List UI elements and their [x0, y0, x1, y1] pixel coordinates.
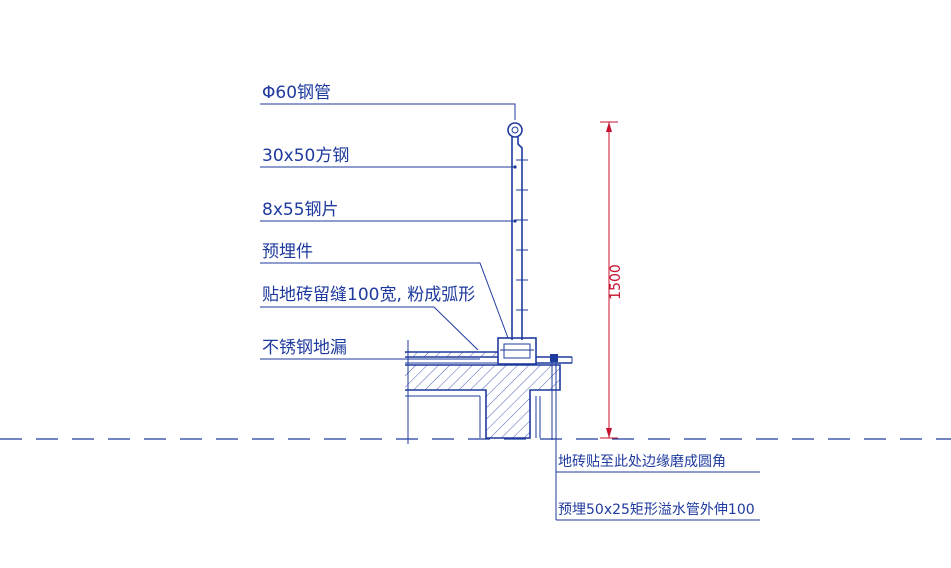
label-drain: 不锈钢地漏 [262, 338, 347, 358]
label-steel-plate: 8x55钢片 [262, 200, 339, 220]
railing [507, 122, 528, 340]
leader-lines-right [556, 471, 760, 521]
leader-lines-left [260, 103, 516, 360]
label-overflow-pipe: 预埋50x25矩形溢水管外伸100 [558, 502, 755, 518]
dimension-height: 1500 [608, 264, 624, 300]
concrete-slab [405, 340, 561, 520]
label-embedded: 预埋件 [262, 242, 313, 262]
label-tile-edge: 地砖贴至此处边缘磨成圆角 [558, 454, 726, 470]
embedded-part [497, 337, 537, 365]
height-dimension [600, 121, 618, 439]
label-pipe: Φ60钢管 [262, 83, 331, 103]
finish-layer [405, 351, 573, 364]
label-square-steel: 30x50方钢 [262, 146, 349, 166]
label-tile-gap: 贴地砖留缝100宽, 粉成弧形 [262, 285, 475, 305]
